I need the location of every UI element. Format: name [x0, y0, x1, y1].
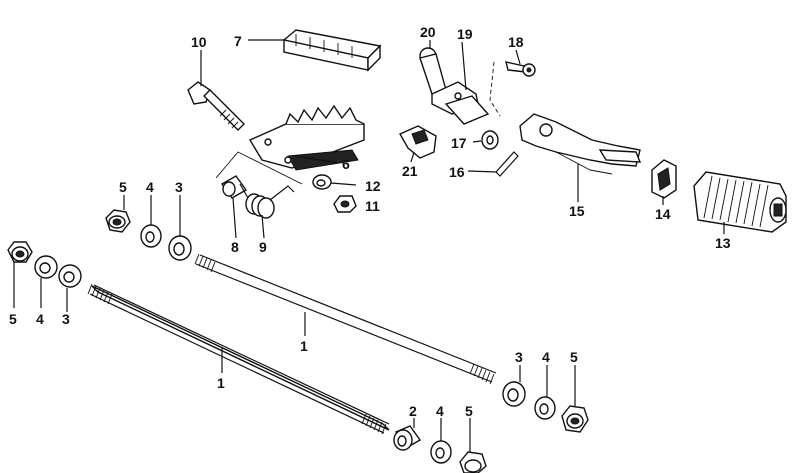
label-part-3-upper-left: 3 [175, 179, 183, 195]
foot-peg-rubber-13 [693, 171, 787, 233]
label-part-2: 2 [409, 403, 417, 419]
label-part-9: 9 [259, 239, 267, 255]
spring-9 [239, 183, 295, 219]
bracket-outline [215, 151, 303, 185]
label-part-16: 16 [449, 164, 465, 180]
label-part-7: 7 [234, 33, 242, 49]
washer-right-3 [502, 381, 526, 407]
footrest-arm-15 [519, 113, 642, 175]
label-part-1-upper: 1 [300, 338, 308, 354]
pin-20 [419, 47, 447, 95]
label-part-6: 6 [342, 156, 350, 172]
leader-lines [13, 39, 725, 452]
threaded-rod-upper [194, 253, 497, 385]
clip-21 [399, 125, 437, 159]
label-part-18: 18 [508, 34, 524, 50]
label-part-3-right: 3 [515, 349, 523, 365]
washer-upper-left-3 [168, 235, 192, 261]
washer-right-4 [534, 396, 556, 420]
part-number-labels: 1 1 2 3 3 3 4 4 4 4 5 5 5 5 6 7 8 9 10 1… [9, 24, 731, 419]
label-part-19: 19 [457, 26, 473, 42]
screw-18 [489, 61, 536, 117]
spring-pin-16 [495, 151, 519, 177]
nut-bottom-5 [459, 451, 487, 473]
nut-upper-left [105, 209, 131, 233]
threaded-rod-lower [87, 283, 390, 435]
label-part-21: 21 [402, 163, 418, 179]
label-part-8: 8 [231, 239, 239, 255]
washer-bottom-4 [430, 440, 452, 464]
label-part-13: 13 [715, 235, 731, 251]
label-part-20: 20 [420, 24, 436, 40]
bolt-10 [187, 81, 245, 131]
label-part-5-lower-left: 5 [9, 311, 17, 327]
nut-lower-left [7, 241, 33, 263]
label-part-4-bottom: 4 [436, 403, 444, 419]
washer-upper-left-4 [140, 224, 162, 248]
label-part-10: 10 [191, 34, 207, 50]
label-part-11: 11 [365, 198, 380, 214]
label-part-4-upper-left: 4 [146, 179, 154, 195]
label-part-14: 14 [655, 206, 671, 222]
label-part-4-right: 4 [542, 349, 550, 365]
label-part-5-bottom: 5 [465, 403, 473, 419]
label-part-12: 12 [365, 178, 381, 194]
bushing-14 [651, 159, 677, 199]
label-part-3-lower-left: 3 [62, 311, 70, 327]
foot-rubber-pad [282, 29, 382, 72]
hinge-plate-19 [431, 81, 490, 125]
label-part-5-upper-left: 5 [119, 179, 127, 195]
nut-11 [333, 195, 357, 213]
washer-lower-left-3 [58, 264, 82, 288]
pin-8 [220, 175, 248, 199]
washer-lower-left-4 [34, 255, 58, 279]
label-part-4-lower-left: 4 [36, 311, 44, 327]
label-part-5-right: 5 [570, 349, 578, 365]
washer-17 [481, 130, 499, 150]
washer-12 [312, 174, 332, 190]
label-part-17: 17 [451, 135, 467, 151]
label-part-1-lower: 1 [217, 375, 225, 391]
label-part-15: 15 [569, 203, 585, 219]
spacer-2 [393, 425, 422, 451]
nut-right-5 [561, 405, 589, 433]
